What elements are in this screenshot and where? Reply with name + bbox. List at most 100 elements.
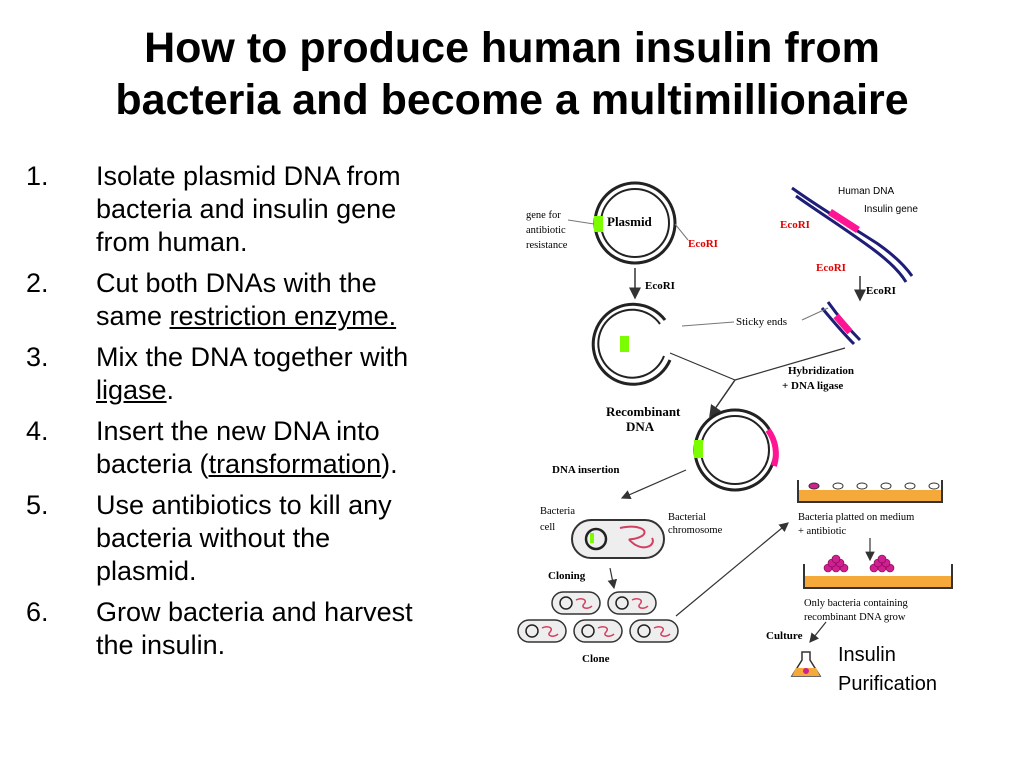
sticky-pointer-left [681,321,735,327]
step-2: 2. Cut both DNAs with the same restricti… [26,267,506,333]
flask-icon [790,651,822,677]
step-text: same [96,301,170,331]
cloning-arrow [607,567,618,590]
culture-label: Culture [766,630,803,642]
only-label-2: recombinant DNA grow [804,612,906,623]
step-number: 4. [26,416,49,446]
colony [877,554,887,564]
plasmid-circle: Plasmid [593,181,677,265]
culture-arrow [809,621,827,643]
purification-line: Insulin [838,644,896,666]
clone-cells [517,591,679,643]
step-text: . [166,375,175,405]
insulin-gene-insert [765,428,779,467]
insulin-cloning-diagram: Plasmid gene for antibiotic resistance E… [517,181,953,677]
step-line: Cut both DNAs with the [96,268,377,298]
colony [831,554,841,564]
chromosome-coil [619,525,654,549]
step-line: same restriction enzyme. [96,300,506,333]
plated-label-2: + antibiotic [798,526,847,537]
hybridization-label: Hybridization [788,365,854,377]
plating-arrow [675,522,789,617]
colony [928,482,940,490]
title-line-1: How to produce human insulin from [144,24,880,72]
colony-clusters [823,554,895,573]
chromosome-label-2: chromosome [668,525,723,536]
colony [904,482,916,490]
human-dna-strands [791,186,914,283]
insulin-gene-label: Insulin gene [864,204,918,215]
step-number: 6. [26,597,49,627]
ligase-link[interactable]: ligase [96,375,167,405]
colony-row [808,482,940,490]
step-line: from human. [96,227,248,257]
step-text: ). [381,449,398,479]
chromosome-label-1: Bacterial [668,512,706,523]
step-line: Isolate plasmid DNA from [96,161,401,191]
bacteria-cell-label-2: cell [540,522,555,533]
gene-label-line: gene for [526,210,561,221]
bacteria-cell-label-1: Bacteria [540,506,575,517]
title-line-2: bacteria and become a multimillionaire [115,76,909,124]
dna-insertion-label: DNA insertion [552,464,620,476]
insulin-fragment [820,301,862,346]
step-line: bacteria (transformation). [96,448,506,481]
colony [880,482,892,490]
colony [808,482,820,490]
step-5: 5. Use antibiotics to kill any bacteria … [26,489,506,588]
ecori-label-human-2: EcoRI [816,262,846,274]
sticky-pointer-right [801,307,829,321]
ecori-label-cut-left: EcoRI [645,280,675,292]
clone-cell [573,619,623,643]
step-line: plasmid. [96,556,197,586]
clone-label: Clone [582,653,610,665]
merge-line-left [669,352,736,381]
merge-arrow [709,379,736,418]
cut-plasmid [591,302,672,386]
step-number: 2. [26,268,49,298]
plasmid-label: Plasmid [607,214,653,229]
restriction-enzyme-link[interactable]: restriction enzyme. [169,301,397,331]
step-line: the insulin. [96,630,226,660]
step-line: Grow bacteria and harvest [96,597,413,627]
petri-dish-antibiotic [797,480,943,503]
step-6: 6. Grow bacteria and harvest the insulin… [26,596,506,662]
recombinant-plasmid [693,408,779,492]
insulin-gene-segment [828,209,860,233]
sticky-ends-label: Sticky ends [736,316,787,328]
ecori-label-plasmid: EcoRI [688,238,718,250]
ligase-label: + DNA ligase [782,380,843,392]
recombinant-label-1: Recombinant [606,404,681,419]
step-3: 3. Mix the DNA together with ligase. [26,341,506,407]
colony [832,482,844,490]
ecori-label-human-1: EcoRI [780,219,810,231]
gene-label-line: antibiotic [526,225,566,236]
step-line: bacteria without the [96,523,331,553]
insulin-purification-label: Insulin Purification [838,641,937,699]
clone-cell [551,591,601,615]
gene-pointer [567,219,595,225]
step-1: 1. Isolate plasmid DNA from bacteria and… [26,160,506,259]
cloning-label: Cloning [548,570,586,582]
resistance-gene-marker [620,336,629,352]
colony [856,482,868,490]
step-line: bacteria and insulin gene [96,194,397,224]
step-line: Insert the new DNA into [96,416,380,446]
step-line: Use antibiotics to kill any [96,490,392,520]
step-4: 4. Insert the new DNA into bacteria (tra… [26,415,506,481]
merge-line-right [734,347,846,381]
petri-dish-grown [803,554,953,589]
only-label-1: Only bacteria containing [804,598,909,609]
insertion-arrow [620,469,687,500]
human-dna-label: Human DNA [838,186,894,197]
clone-cell [517,619,567,643]
ecori-pointer [674,223,689,241]
transformation-link[interactable]: transformation [208,449,382,479]
resistance-gene-marker [594,216,603,232]
step-text: bacteria ( [96,449,209,479]
step-line: Mix the DNA together with [96,342,409,372]
plated-label-1: Bacteria platted on medium [798,512,914,523]
purification-line: Purification [838,673,937,695]
recombinant-label-2: DNA [626,419,655,434]
step-number: 5. [26,490,49,520]
